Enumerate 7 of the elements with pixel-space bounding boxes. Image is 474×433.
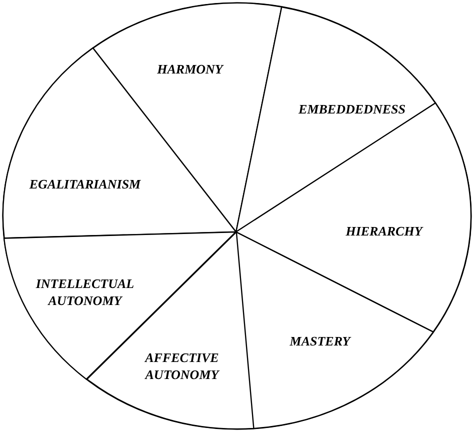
sector-label: HIERARCHY xyxy=(344,224,424,240)
sector-label: AFFECTIVE AUTONOMY xyxy=(144,350,221,384)
sector-label: EGALITARIANISM xyxy=(28,176,142,194)
sector-label: HARMONY xyxy=(156,62,225,78)
sector-label: EMBEDDEDNESS xyxy=(298,102,406,118)
sector-label: MASTERY xyxy=(288,334,352,350)
sector-label: INTELLECTUAL AUTONOMY xyxy=(34,276,136,310)
